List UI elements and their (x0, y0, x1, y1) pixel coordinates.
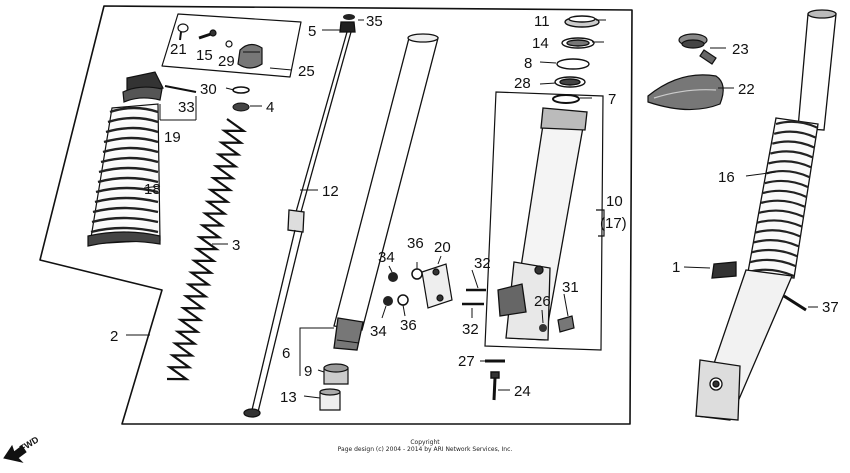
callout-4: 4 (266, 99, 274, 116)
callout-22: 22 (738, 81, 755, 98)
fork-boot (87, 103, 161, 247)
callout-13: 13 (280, 389, 297, 406)
washer-26 (539, 324, 547, 332)
callout-37: 37 (822, 299, 839, 316)
callout-26: 26 (534, 293, 551, 310)
nut-34a (388, 272, 398, 282)
callout-33: 33 (178, 99, 195, 116)
boot-rib (749, 258, 797, 268)
callout-20: 20 (434, 239, 451, 256)
callout-35: 35 (366, 13, 383, 30)
callout-24: 24 (514, 383, 531, 400)
callout-9: 9 (304, 363, 312, 380)
boot-rib (751, 248, 798, 258)
ring-7 (552, 94, 580, 104)
bolt-37 (783, 294, 807, 312)
boot-rib (770, 150, 814, 159)
damper-rod (243, 21, 356, 418)
copyright-line-1: Copyright (410, 439, 440, 446)
callout-17: (17) (600, 215, 627, 232)
boot-rib (771, 140, 816, 149)
leader-lines (126, 19, 818, 399)
copyright-line-2: Page design (c) 2004 - 2014 by ARI Netwo… (337, 446, 513, 453)
fork-spring (166, 118, 248, 381)
callout-2: 2 (110, 328, 118, 345)
callout-19: 19 (164, 129, 181, 146)
boot-rib (755, 229, 801, 238)
callout-36a: 36 (407, 235, 424, 252)
boot-rib (762, 189, 808, 199)
bolt-31 (557, 315, 575, 333)
callout-15: 15 (196, 47, 213, 64)
boot-rib (757, 219, 803, 228)
callout-11: 11 (534, 13, 550, 30)
callout-16: 16 (718, 169, 735, 186)
callout-34a: 34 (378, 249, 395, 266)
callout-34b: 34 (370, 323, 387, 340)
boot-rib (775, 120, 819, 129)
callout-3: 3 (232, 237, 240, 254)
callout-30: 30 (200, 81, 217, 98)
seal-stack (552, 15, 600, 104)
callout-10: 10 (606, 193, 623, 210)
brake-bracket-20 (421, 263, 453, 309)
fwd-arrow-icon (3, 444, 27, 463)
boot-rib (768, 160, 813, 169)
callout-18: 18 (144, 181, 161, 198)
inner-fork-tube (333, 33, 439, 351)
assembled-fork-16 (695, 9, 837, 421)
callout-14: 14 (532, 35, 549, 52)
bolt-24 (490, 371, 500, 401)
washer-36a (411, 268, 423, 280)
callout-12: 12 (322, 183, 339, 200)
callout-31: 31 (562, 279, 579, 296)
callout-8: 8 (524, 55, 532, 72)
boot-top-ring (122, 71, 164, 103)
ring-8 (556, 58, 590, 70)
seal-13 (319, 388, 341, 411)
boot-rib (773, 130, 817, 139)
callout-6: 6 (282, 345, 290, 362)
washer-36b (397, 294, 409, 306)
pin-33 (164, 85, 197, 93)
boot-rib (760, 199, 806, 208)
callout-28: 28 (514, 75, 531, 92)
boot-rib (758, 209, 805, 218)
callout-25: 25 (298, 63, 315, 80)
callout-36b: 36 (400, 317, 417, 334)
boot-rib (753, 239, 800, 248)
nut-34b (383, 296, 393, 306)
callout-5: 5 (308, 23, 316, 40)
top-cap-23 (678, 33, 717, 65)
rubber-cover-22 (647, 74, 724, 111)
callout-27: 27 (458, 353, 475, 370)
inset-parts (177, 23, 263, 69)
o-ring-30 (232, 86, 250, 94)
boot-rib (764, 179, 809, 189)
callout-7: 7 (608, 91, 616, 108)
callout-21: 21 (170, 41, 187, 58)
inset-box (161, 13, 302, 78)
parts-frame (39, 5, 633, 425)
bushing-9 (323, 363, 349, 385)
spring-collar (232, 102, 250, 112)
callout-23: 23 (732, 41, 749, 58)
slider-outline (484, 91, 604, 351)
callout-29: 29 (218, 53, 235, 70)
callout-32a: 32 (474, 255, 491, 272)
callout-32b: 32 (462, 321, 479, 338)
callout-1: 1 (672, 259, 680, 276)
fork-slider-10 (497, 107, 588, 341)
circlip-35 (343, 14, 355, 20)
